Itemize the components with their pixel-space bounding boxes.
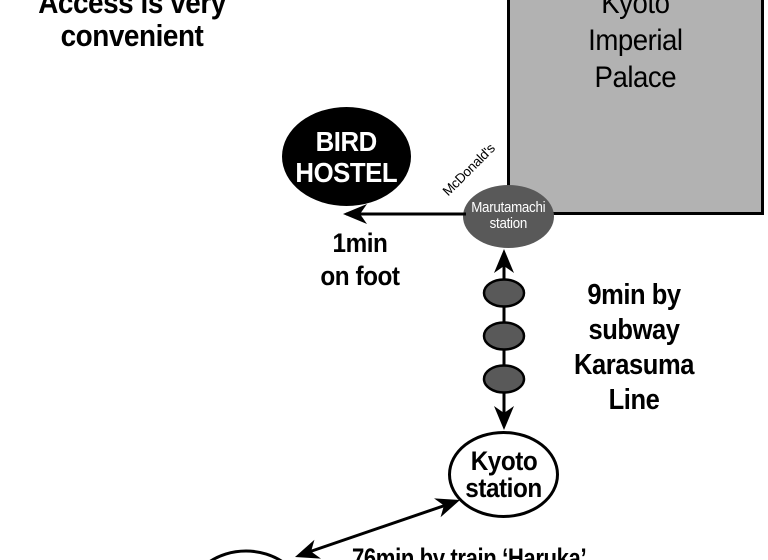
palace-line-2: Imperial (588, 24, 683, 57)
walk-time-label: 1min on foot (298, 227, 422, 293)
subway-line-2: Karasuma Line (574, 349, 694, 416)
kyoto-station-ellipse: Kyoto station (448, 431, 559, 518)
hostel-line-2: HOSTEL (295, 156, 398, 188)
kyoto-station-line-1: Kyoto (470, 445, 537, 476)
subway-stop-dot (482, 364, 526, 394)
train-time-label: 76min by train ‘Haruka’ (352, 543, 638, 560)
page-title: Access is very convenient (4, 0, 260, 52)
subway-time-label: 9min by subway Karasuma Line (536, 278, 732, 418)
arrowhead-downleft-icon (295, 539, 321, 559)
subway-stop-dot (482, 321, 526, 351)
palace-line-3: Palace (594, 61, 677, 94)
imperial-palace-label: Kyoto Imperial Palace (588, 0, 683, 212)
hostel-line-1: BIRD (315, 125, 378, 157)
bird-hostel-ellipse: BIRD HOSTEL (282, 107, 411, 206)
title-line-1: Access is very (38, 0, 226, 20)
title-line-2: convenient (60, 18, 204, 53)
kyoto-station-line-2: station (465, 472, 542, 503)
arrowhead-down-icon (494, 406, 514, 430)
marutamachi-line-2: station (489, 215, 528, 232)
subway-stop-dot (482, 278, 526, 308)
marutamachi-line-1: Marutamachi (471, 200, 546, 216)
arrowhead-left-icon (343, 204, 367, 224)
train-label-text: 76min by train ‘Haruka’ (352, 543, 587, 560)
walk-line-2: on foot (320, 261, 400, 291)
subway-line-1: 9min by subway (587, 279, 681, 346)
partial-station-ellipse (209, 549, 283, 560)
imperial-palace-block: Kyoto Imperial Palace (507, 0, 764, 215)
walk-line-1: 1min (332, 228, 388, 258)
marutamachi-station-ellipse: Marutamachi station (463, 185, 554, 248)
arrowhead-up-icon (494, 249, 514, 273)
palace-line-1: Kyoto (601, 0, 670, 20)
